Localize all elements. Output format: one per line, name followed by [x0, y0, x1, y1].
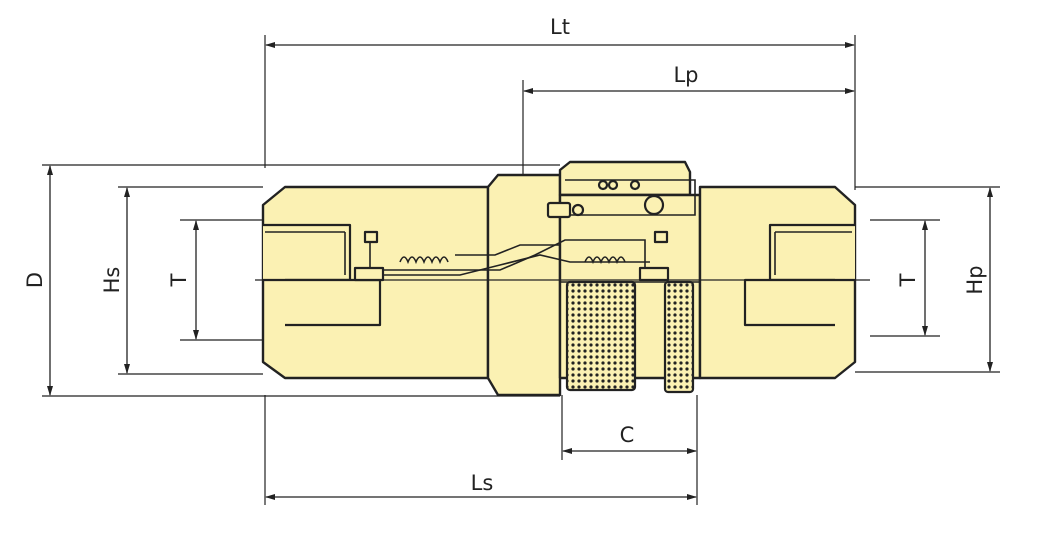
socket-spring [399, 256, 449, 265]
label-ls: Ls [471, 471, 494, 495]
label-hs: Hs [100, 267, 124, 294]
label-lp: Lp [673, 63, 698, 87]
plug-bore [743, 223, 855, 327]
plug-spring [584, 256, 626, 265]
dimension-lines [47, 42, 993, 500]
internal-mechanism [353, 179, 696, 282]
extension-lines [42, 35, 1000, 505]
label-t-right: T [896, 273, 920, 287]
socket-bore [263, 223, 382, 327]
label-hp: Hp [963, 265, 987, 294]
label-d: D [23, 272, 47, 288]
socket-center-body [486, 173, 562, 397]
knurled-sleeve [560, 280, 700, 394]
label-lt: Lt [550, 15, 570, 39]
dimension-labels: Lt Lp C Ls D Hs T T Hp [23, 15, 987, 495]
coupling-body [261, 160, 857, 397]
label-t-left: T [167, 273, 191, 287]
locking-collar [558, 160, 692, 197]
label-c: C [620, 423, 635, 447]
